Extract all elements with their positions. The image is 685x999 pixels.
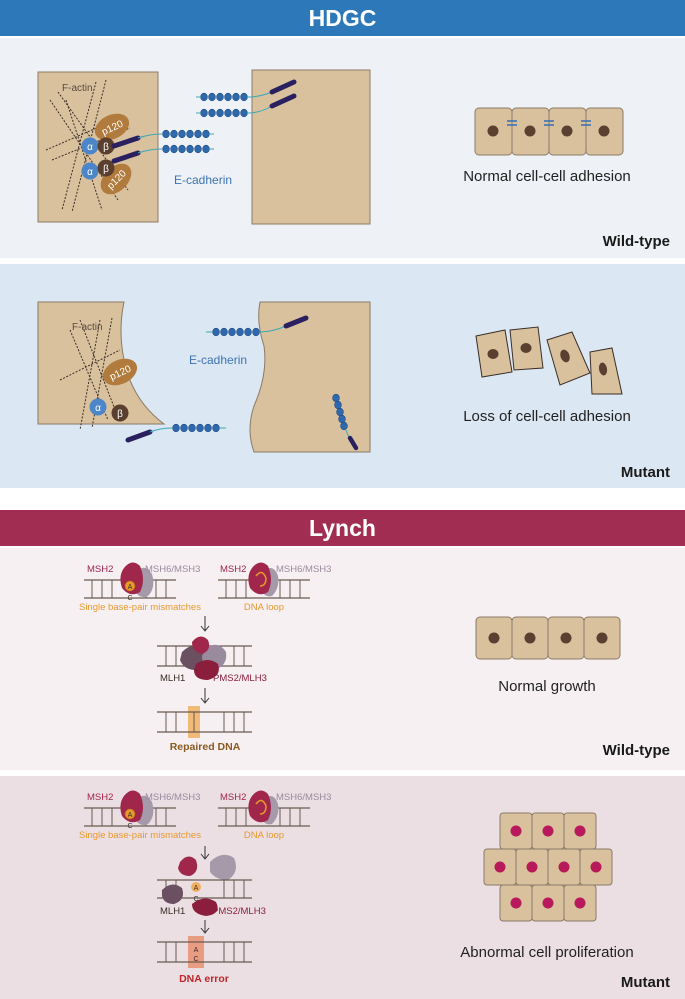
wt-base-c: C	[127, 595, 132, 602]
msh-complex-right	[248, 562, 279, 597]
mut-msh-complex-right	[248, 790, 279, 825]
arrow-down-icon	[200, 846, 210, 860]
lynch-mut-caption: Abnormal cell proliferation	[460, 944, 633, 961]
mut-dissociated-msh	[178, 854, 236, 880]
hdgc-wt-caption: Normal cell-cell adhesion	[463, 168, 631, 185]
mut-base-c3: C	[193, 956, 198, 963]
arrow-down-icon	[200, 688, 210, 704]
mut-base-a2: A	[194, 885, 199, 892]
hdgc-title: HDGC	[309, 5, 377, 31]
wt-msh2-right: MSH2	[220, 564, 246, 575]
wildtype-adhesion-cells	[474, 107, 624, 156]
mut-base-c2: C	[193, 896, 198, 903]
alpha-catenin-top: α	[81, 137, 99, 155]
mut-base-c: C	[127, 823, 132, 830]
svg-text:β: β	[103, 142, 109, 153]
mut-base-a3: A	[194, 947, 199, 954]
arrow-down-icon	[200, 920, 210, 934]
lynch-header	[0, 510, 685, 546]
mut-loop-label: DNA loop	[244, 830, 284, 841]
lynch-mutant-panel: A C MSH2 MSH6/MSH3 Single base-pair mism…	[0, 776, 685, 999]
arrow-down-icon	[200, 616, 210, 632]
wt-msh6-left: MSH6/MSH3	[145, 564, 200, 575]
svg-text:β: β	[117, 409, 123, 420]
dna-error-label: DNA error	[179, 973, 229, 985]
hdgc-wildtype-panel: F-actin p120 p120 α β α β	[0, 38, 685, 258]
e-cadherin-label: E-cadherin	[174, 173, 232, 187]
msh-complex-left	[120, 562, 154, 598]
mutant-e-cadherin-internalized	[332, 393, 359, 451]
hdgc-mutant-panel: F-actin p120 α β	[0, 264, 685, 488]
lynch-title: Lynch	[309, 515, 376, 541]
hdgc-header	[0, 0, 685, 36]
mutant-beta-catenin: β	[111, 404, 129, 422]
hdgc-wt-status: Wild-type	[603, 233, 670, 250]
mutant-e-cadherin-label: E-cadherin	[189, 353, 247, 367]
repaired-dna-label: Repaired DNA	[170, 741, 241, 753]
proliferating-nuclei	[494, 825, 602, 909]
mut-pms2-label: PMS2/MLH3	[212, 906, 266, 917]
wt-msh6-right: MSH6/MSH3	[276, 564, 331, 575]
wt-mlh1-label: MLH1	[160, 673, 185, 684]
mut-msh6-right: MSH6/MSH3	[276, 792, 331, 803]
mut-dna-loop-right	[218, 807, 310, 827]
hdgc-mut-status: Mutant	[621, 464, 670, 481]
hdgc-mut-caption: Loss of cell-cell adhesion	[463, 408, 631, 425]
mut-base-a: A	[128, 812, 133, 819]
svg-text:α: α	[87, 167, 93, 178]
mutant-p120: p120	[102, 358, 138, 386]
svg-text:β: β	[103, 164, 109, 175]
mut-mlh1-label: MLH1	[160, 906, 185, 917]
beta-catenin-top: β	[97, 137, 115, 155]
wt-msh2-left: MSH2	[87, 564, 113, 575]
mutant-detached-cells	[475, 326, 623, 395]
mutant-f-actin-label: F-actin	[72, 322, 103, 333]
normal-growth-cells	[475, 616, 621, 660]
f-actin-label: F-actin	[62, 83, 93, 94]
lynch-wildtype-panel: A C MSH2 MSH6/MSH3 Single base-pair mism…	[0, 548, 685, 770]
mut-msh2-right: MSH2	[220, 792, 246, 803]
lynch-wt-caption: Normal growth	[498, 678, 596, 695]
p120-top: p120	[94, 113, 130, 141]
wt-base-a: A	[128, 584, 133, 591]
lynch-mut-status: Mutant	[621, 974, 670, 991]
wt-loop-label: DNA loop	[244, 602, 284, 613]
dna-error	[157, 936, 252, 968]
mutant-alpha-catenin: α	[89, 398, 107, 416]
mut-dna-mlh1	[157, 879, 252, 916]
svg-text:α: α	[87, 142, 93, 153]
mut-mismatch-label: Single base-pair mismatches	[79, 830, 201, 841]
right-cell	[251, 69, 371, 225]
wt-mismatch-label: Single base-pair mismatches	[79, 602, 201, 613]
mut-msh6-left: MSH6/MSH3	[145, 792, 200, 803]
beta-catenin-bottom: β	[97, 159, 115, 177]
repaired-dna	[157, 706, 252, 738]
lynch-wt-status: Wild-type	[603, 742, 670, 759]
alpha-catenin-bottom: α	[81, 162, 99, 180]
dna-mlh1-complex	[157, 636, 252, 680]
mutant-right-cell	[249, 301, 371, 453]
mut-msh-complex-left	[120, 790, 154, 826]
mut-msh2-left: MSH2	[87, 792, 113, 803]
wt-pms2-label: PMS2/MLH3	[213, 673, 267, 684]
svg-text:α: α	[95, 403, 101, 414]
